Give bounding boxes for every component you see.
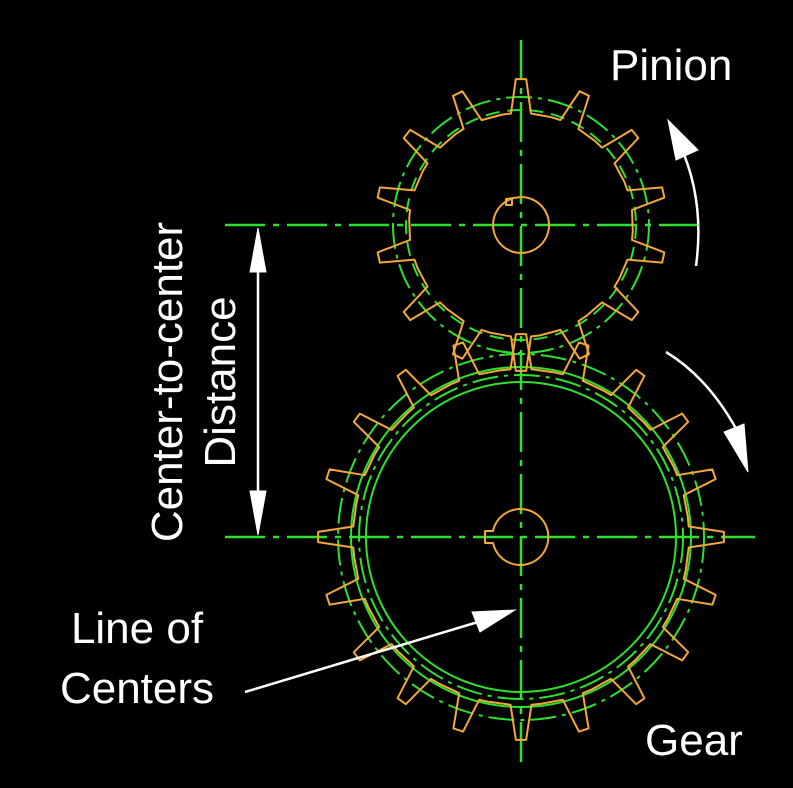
pinion-rotation-arrowhead-icon	[667, 118, 699, 161]
line-of-centers-arrowhead	[471, 609, 517, 633]
gear-rotation-arrowhead-icon	[723, 423, 749, 473]
distance-arrowhead-top	[249, 227, 267, 273]
line-of-centers-label-line1: Line of	[71, 604, 204, 653]
line-of-centers-label-line2: Centers	[60, 664, 214, 713]
gear-root-circle	[365, 381, 677, 693]
line-of-centers-leader	[244, 620, 479, 694]
pinion-label: Pinion	[610, 41, 732, 90]
gear-addendum-circle	[350, 366, 692, 708]
distance-label-line2: Distance	[196, 296, 245, 467]
pinion-base-circle	[405, 109, 637, 341]
gear-label: Gear	[645, 716, 743, 765]
pinion-hub-icon	[492, 196, 551, 254]
pinion-rotation-arrow	[678, 144, 700, 267]
gear-dedendum-circle	[358, 374, 684, 700]
distance-label-line1: Center-to-center	[143, 222, 192, 542]
distance-arrowhead-bottom	[249, 490, 267, 536]
gear-rotation-arrow	[665, 350, 744, 441]
gear-pitch-circle	[337, 353, 705, 721]
pinion-teeth-outline	[376, 78, 666, 372]
gear-hub-icon	[484, 508, 550, 566]
